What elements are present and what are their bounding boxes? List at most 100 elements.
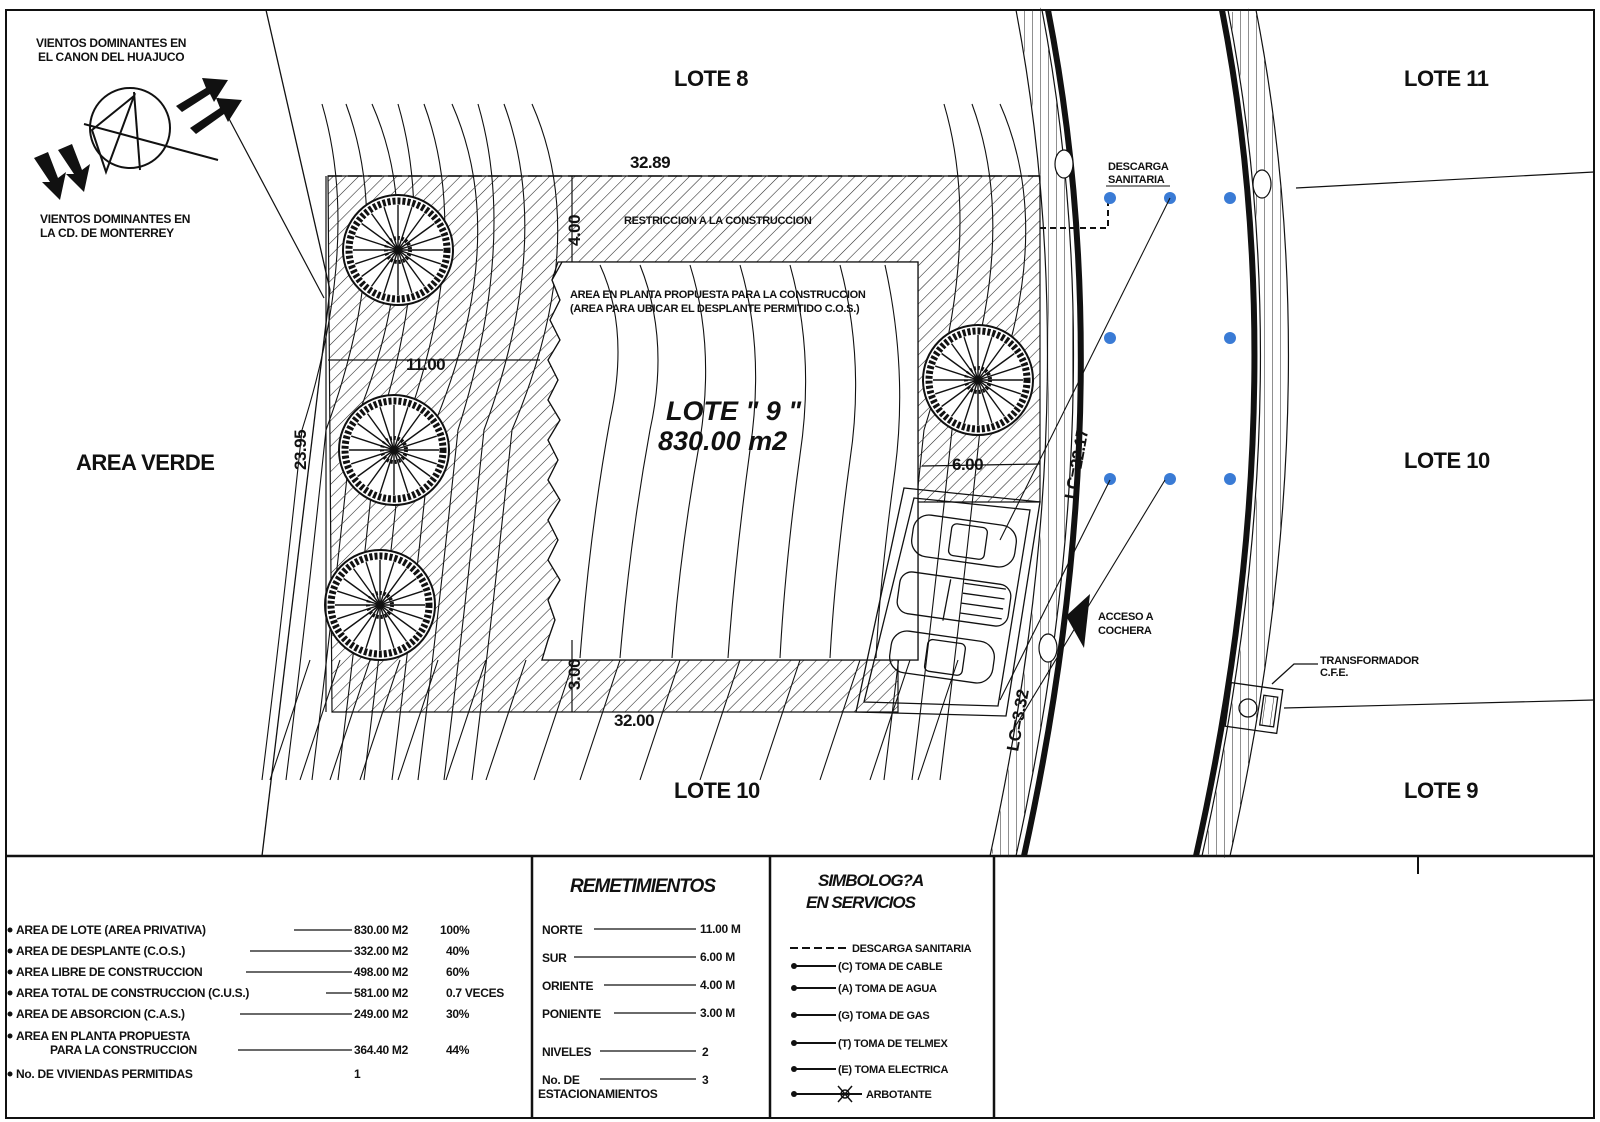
legend-label: (G) TOMA DE GAS	[838, 1010, 929, 1022]
remetimientos-row: NORTE 11.00 M	[542, 922, 741, 937]
areas-row: AREA DE LOTE (AREA PRIVATIVA) 830.00 M2 …	[7, 923, 470, 937]
areas-row-value: 498.00 M2	[354, 965, 409, 979]
lot-name: LOTE " 9 "	[666, 396, 802, 426]
label-lote-10-bottom: LOTE 10	[674, 778, 760, 803]
dimension-lines	[325, 176, 1041, 712]
car-icon	[911, 514, 1017, 568]
transformador-l2: C.F.E.	[1320, 667, 1348, 679]
dim-setback-south: 3.00	[565, 659, 584, 690]
areas-row-label: AREA LIBRE DE CONSTRUCCION	[16, 965, 202, 979]
areas-row-value: 581.00 M2	[354, 986, 409, 1000]
remetimientos-row: SUR 6.00 M	[542, 950, 735, 965]
areas-row-pct: 0.7 VECES	[446, 986, 504, 1000]
service-dot	[1104, 192, 1116, 204]
proposed-area-l2: (AREA PARA UBICAR EL DESPLANTE PERMITIDO…	[570, 303, 860, 315]
tree-icon	[338, 394, 450, 506]
legend-item-arbotante: ARBOTANTE	[791, 1085, 932, 1103]
areas-planta-value: 364.40 M2	[354, 1043, 409, 1057]
sanitaria-label: SANITARIA	[1108, 174, 1165, 186]
service-dot	[1224, 473, 1236, 485]
estac-l2: ESTACIONAMIENTOS	[538, 1087, 658, 1101]
legend-label: (A) TOMA DE AGUA	[838, 983, 937, 995]
service-dot	[1224, 332, 1236, 344]
dim-top: 32.89	[630, 153, 670, 172]
areas-planta-l1: AREA EN PLANTA PROPUESTA	[16, 1029, 191, 1043]
label-area-verde: AREA VERDE	[76, 450, 214, 475]
sheet-frame	[5, 9, 1595, 1119]
areas-row: AREA DE DESPLANTE (C.O.S.) 332.00 M2 40%	[7, 944, 470, 958]
remet-label: NORTE	[542, 923, 583, 937]
acceso-l2: COCHERA	[1098, 625, 1152, 637]
remet-label: PONIENTE	[542, 1007, 601, 1021]
remet-value: 11.00 M	[700, 922, 741, 936]
areas-row-value: 249.00 M2	[354, 1007, 409, 1021]
areas-row-pct: 40%	[446, 944, 470, 958]
tree-icon	[342, 194, 454, 306]
sanitary-discharge-line	[1040, 198, 1109, 229]
niveles-value: 2	[702, 1045, 709, 1059]
niveles-label: NIVELES	[542, 1045, 592, 1059]
remet-value: 4.00 M	[700, 978, 735, 992]
remet-value: 6.00 M	[700, 950, 735, 964]
wind-huajuco-l1: VIENTOS DOMINANTES EN	[36, 36, 186, 50]
remetimientos-row: PONIENTE 3.00 M	[542, 1006, 735, 1021]
areas-row-label: AREA TOTAL DE CONSTRUCCION (C.U.S.)	[16, 986, 249, 1000]
areas-row: AREA LIBRE DE CONSTRUCCION 498.00 M2 60%	[7, 965, 470, 979]
areas-row-value: 332.00 M2	[354, 944, 409, 958]
lot-area: 830.00 m2	[658, 426, 787, 456]
descarga-label: DESCARGA	[1108, 161, 1169, 173]
transformador-l1: TRANSFORMADOR	[1320, 655, 1419, 667]
neighbor-lot-lines	[1283, 171, 1595, 709]
access-arrow-icon	[1066, 594, 1090, 648]
proposed-area-l1: AREA EN PLANTA PROPUESTA PARA LA CONSTRU…	[570, 289, 866, 301]
areas-row: AREA DE ABSORCION (C.A.S.) 249.00 M2 30%	[7, 1007, 470, 1021]
wind-huajuco-l2: EL CANON DEL HUAJUCO	[38, 50, 184, 64]
car-icon	[889, 630, 995, 684]
transformer-icon	[1224, 663, 1318, 735]
remetimientos-table: REMETIMIENTOS NORTE 11.00 M SUR 6.00 M O…	[538, 876, 741, 1101]
arbotante-icon	[837, 1085, 853, 1103]
areas-row-viviendas: No. DE VIVIENDAS PERMITIDAS 1	[7, 1067, 361, 1081]
dim-left: 23.95	[291, 430, 310, 470]
simbologia-title-l1: SIMBOLOG?A	[818, 871, 924, 890]
trees	[324, 194, 1034, 661]
remetimientos-niveles: NIVELES 2	[542, 1045, 709, 1059]
areas-row-pct: 100%	[440, 923, 470, 937]
service-dot	[1164, 473, 1176, 485]
legend-item-agua: (A) TOMA DE AGUA	[791, 983, 937, 995]
remet-label: ORIENTE	[542, 979, 594, 993]
legend-label: (C) TOMA DE CABLE	[838, 961, 942, 973]
simbologia-legend: SIMBOLOG?A EN SERVICIOS DESCARGA SANITAR…	[790, 871, 972, 1103]
estac-value: 3	[702, 1073, 709, 1087]
label-lote-11: LOTE 11	[1404, 66, 1489, 91]
service-dot	[1224, 192, 1236, 204]
truck-icon	[896, 571, 1012, 627]
label-lote-10-right: LOTE 10	[1404, 448, 1490, 473]
area-verde-boundary	[261, 9, 331, 857]
dim-setback-east: 6.00	[952, 455, 983, 474]
contour-lines-inner	[579, 264, 901, 659]
wind-rose-icon	[83, 87, 325, 299]
remetimientos-row: ORIENTE 4.00 M	[542, 978, 735, 993]
title-block-grid	[530, 856, 1419, 1118]
remet-label: SUR	[542, 951, 567, 965]
legend-item-descarga: DESCARGA SANITARIA	[790, 943, 972, 955]
areas-row-label: AREA DE DESPLANTE (C.O.S.)	[16, 944, 185, 958]
dim-setback-west: 11.00	[406, 355, 445, 374]
remetimientos-title: REMETIMIENTOS	[570, 876, 716, 897]
service-dot	[1104, 473, 1116, 485]
areas-table: AREA DE LOTE (AREA PRIVATIVA) 830.00 M2 …	[7, 923, 505, 1081]
legend-label: ARBOTANTE	[866, 1089, 932, 1101]
legend-label: (E) TOMA ELECTRICA	[838, 1064, 948, 1076]
dim-bottom: 32.00	[614, 711, 654, 730]
areas-row-label: AREA DE LOTE (AREA PRIVATIVA)	[16, 923, 206, 937]
wind-monterrey-l1: VIENTOS DOMINANTES EN	[40, 212, 190, 226]
areas-planta-pct: 44%	[446, 1043, 470, 1057]
garage	[855, 487, 1041, 717]
legend-item-cable: (C) TOMA DE CABLE	[791, 961, 943, 973]
label-lote-8: LOTE 8	[674, 66, 748, 91]
areas-row-value: 830.00 M2	[354, 923, 409, 937]
restriction-label: RESTRICCION A LA CONSTRUCCION	[624, 215, 812, 227]
areas-row-pct: 60%	[446, 965, 470, 979]
